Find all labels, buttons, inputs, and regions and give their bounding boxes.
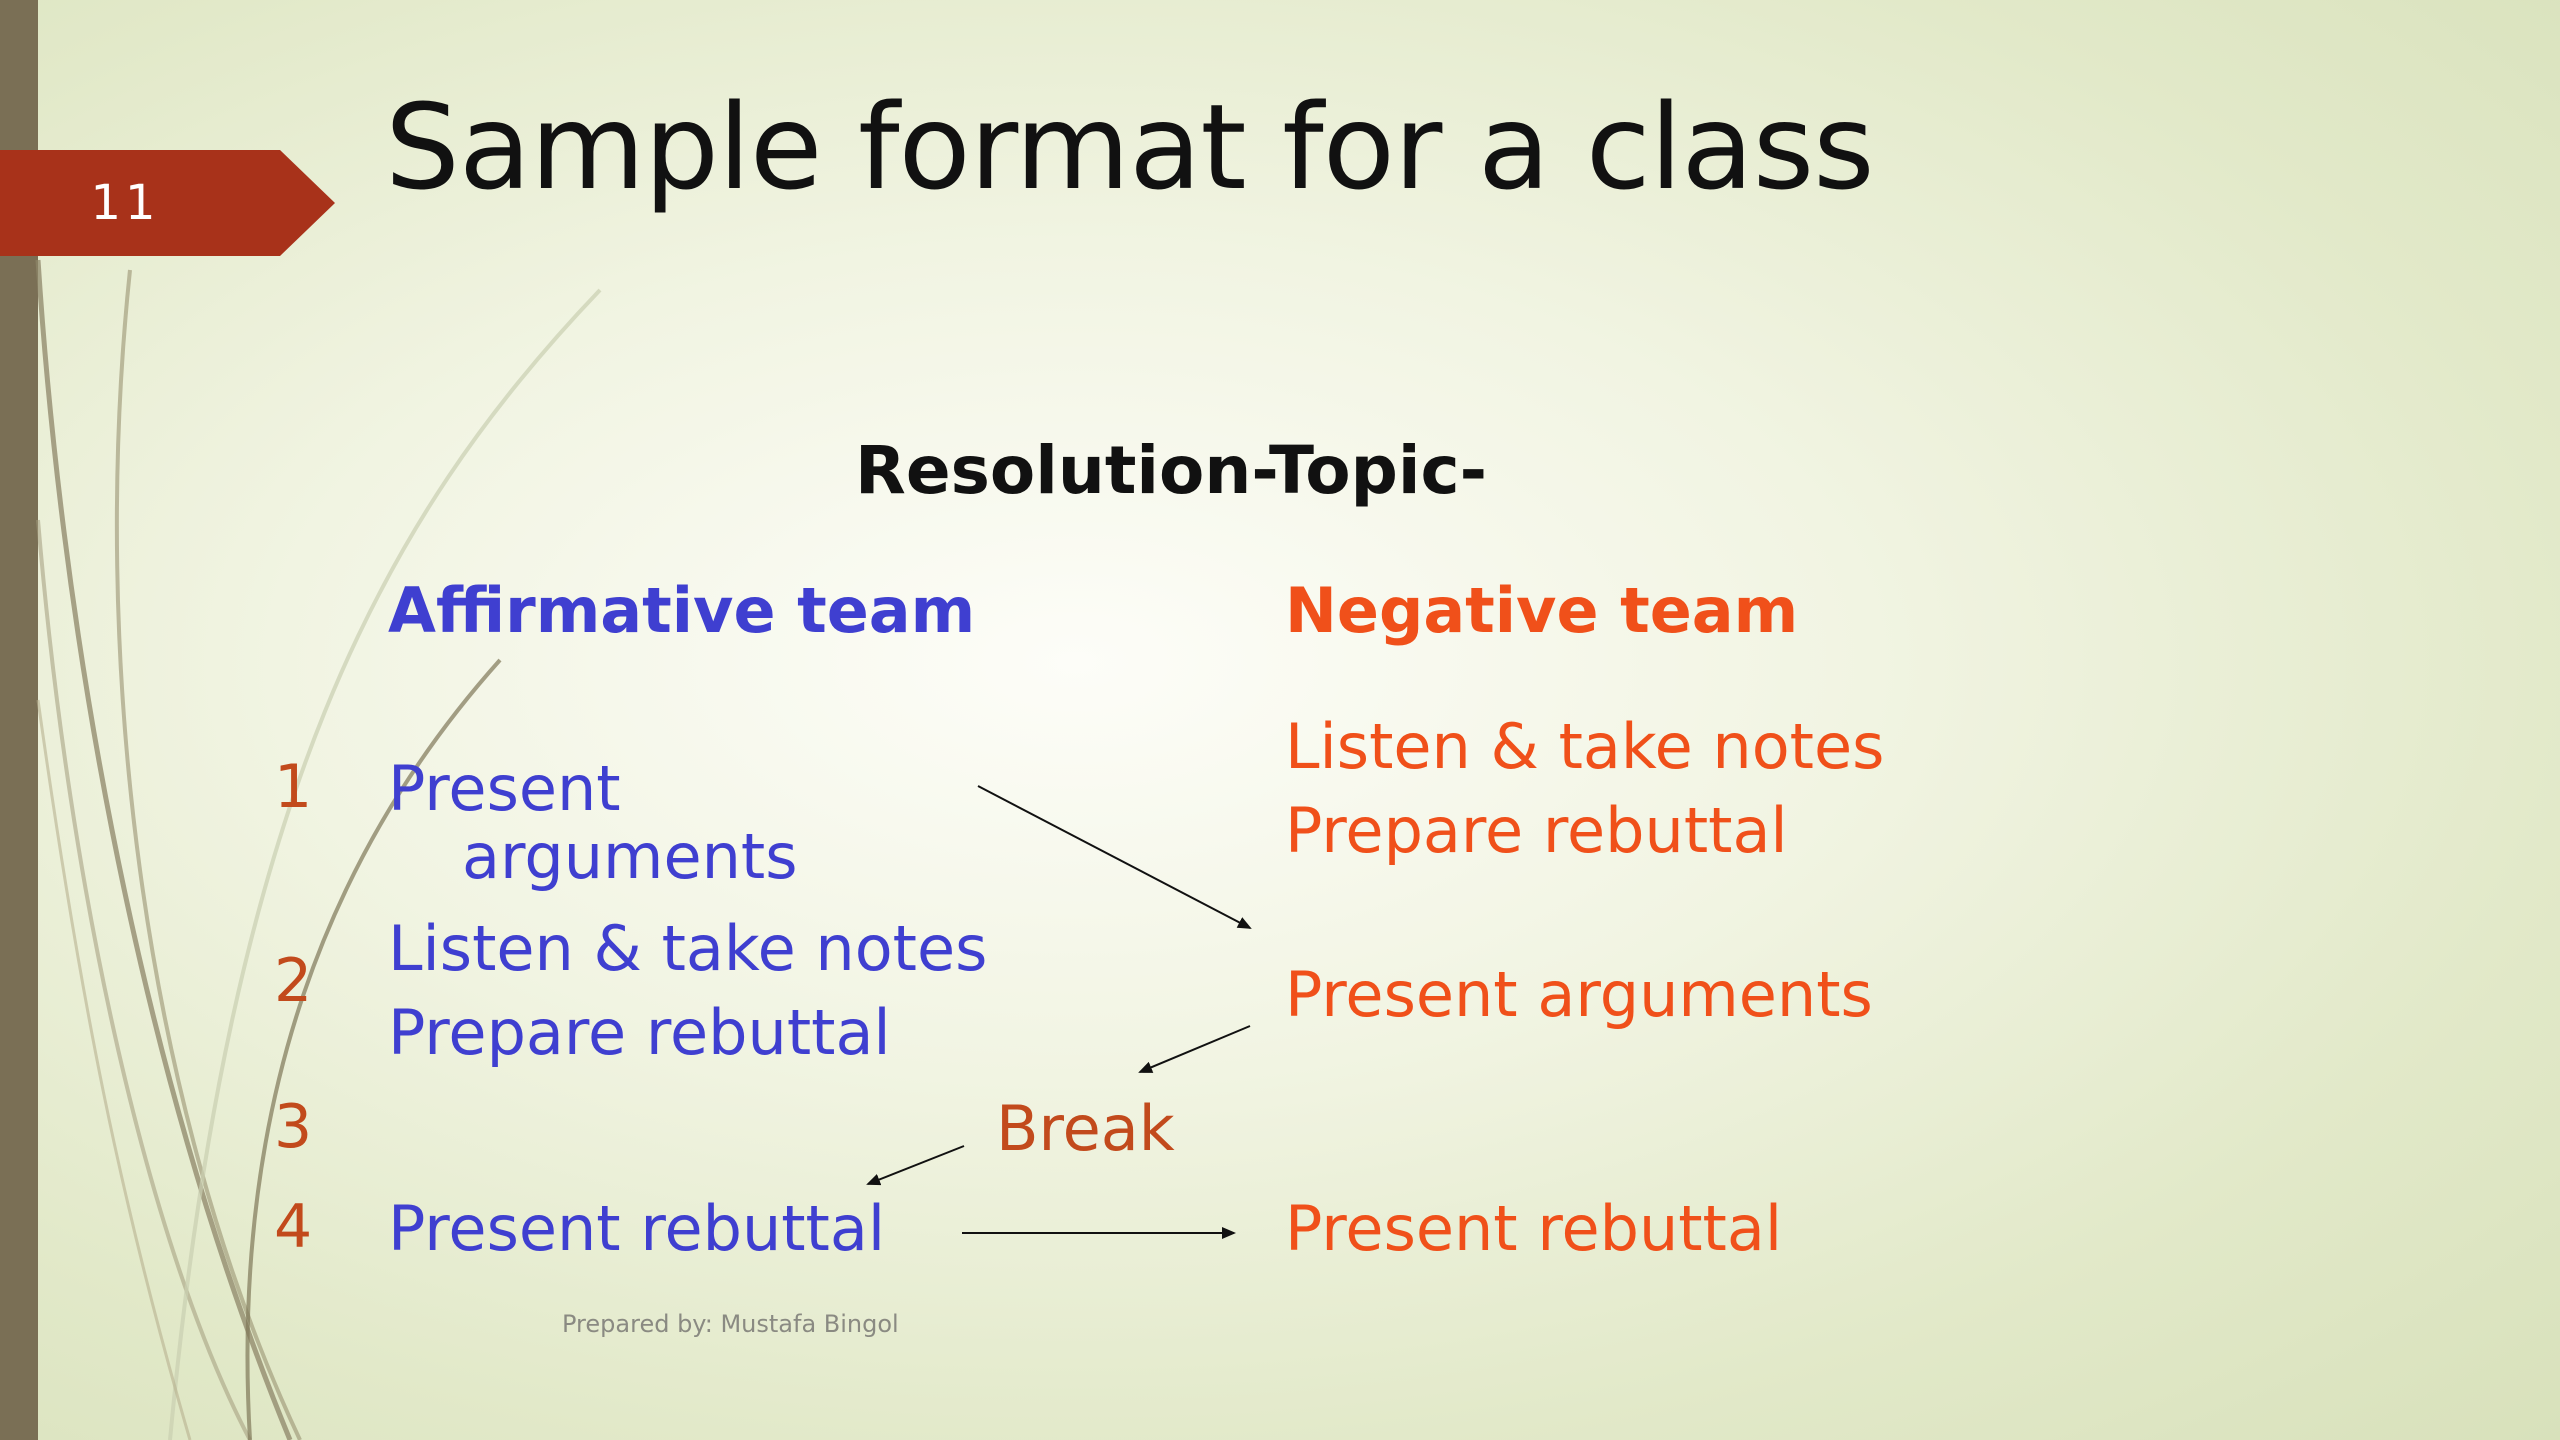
footer-credit: Prepared by: Mustafa Bingol xyxy=(562,1310,899,1338)
step-number-2: 2 xyxy=(274,946,313,1016)
slide-number: 11 xyxy=(90,175,160,231)
step-number-1: 1 xyxy=(274,752,313,822)
arrow-aff-to-neg-arguments xyxy=(977,785,1252,929)
negative-step1-line2: Prepare rebuttal xyxy=(1285,794,1788,867)
affirmative-step4: Present rebuttal xyxy=(388,1192,886,1265)
break-label: Break xyxy=(996,1092,1175,1165)
resolution-topic-label: Resolution-Topic- xyxy=(855,432,1487,509)
arrow-break-to-aff-rebuttal xyxy=(866,1145,965,1186)
slide-number-tab xyxy=(0,150,335,256)
affirmative-step2-line1: Listen & take notes xyxy=(388,912,988,985)
step-number-3: 3 xyxy=(274,1092,313,1162)
negative-step2: Present arguments xyxy=(1285,958,1873,1031)
negative-team-header: Negative team xyxy=(1285,574,1799,647)
step-number-4: 4 xyxy=(274,1192,313,1262)
slide-title: Sample format for a class xyxy=(385,78,1875,216)
arrow-neg-arguments-to-break xyxy=(1138,1025,1251,1073)
affirmative-step2-line2: Prepare rebuttal xyxy=(388,996,891,1069)
affirmative-step1-line2: arguments xyxy=(462,820,798,893)
affirmative-team-header: Affirmative team xyxy=(388,574,976,647)
negative-step1-line1: Listen & take notes xyxy=(1285,710,1885,783)
affirmative-step1-line1: Present xyxy=(388,752,621,825)
negative-step4: Present rebuttal xyxy=(1285,1192,1783,1265)
